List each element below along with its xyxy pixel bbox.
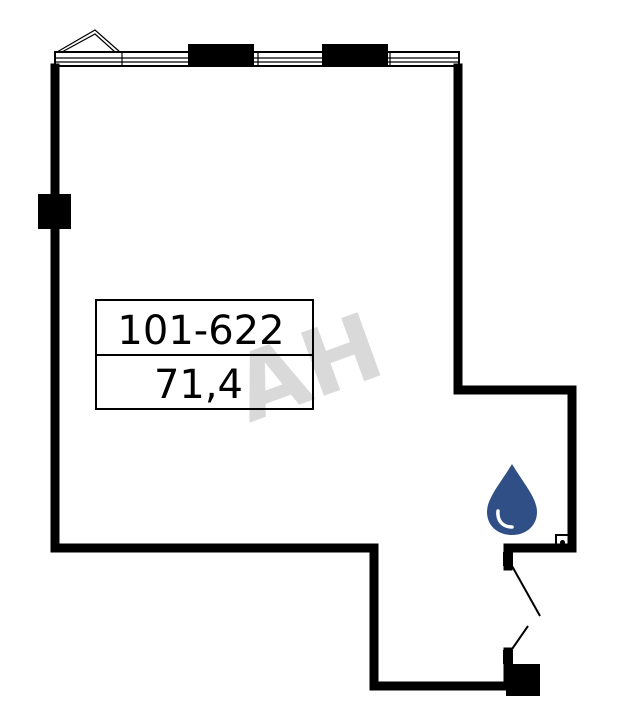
water-drop-icon bbox=[487, 464, 537, 535]
unit-number: 101-622 bbox=[117, 308, 284, 354]
room-label: 101-622 71,4 bbox=[95, 299, 314, 410]
column-top-1 bbox=[188, 44, 254, 66]
unit-area: 71,4 bbox=[154, 362, 243, 408]
utility-shaft bbox=[555, 534, 570, 549]
column-top-2 bbox=[322, 44, 388, 66]
balcony-door bbox=[56, 29, 121, 53]
column-left bbox=[38, 194, 71, 229]
window-band bbox=[54, 51, 460, 67]
column-bottom-right bbox=[506, 664, 540, 696]
entrance-door bbox=[503, 552, 541, 664]
